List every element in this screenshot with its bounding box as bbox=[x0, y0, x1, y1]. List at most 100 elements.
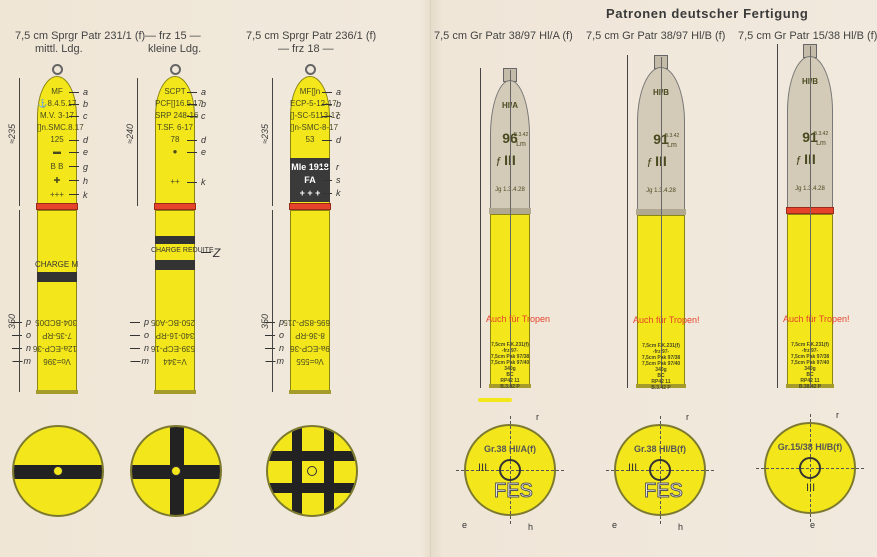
callout-letter: c bbox=[187, 111, 206, 121]
marking-text: 53 bbox=[305, 135, 315, 144]
marking-row: B.3.42 P bbox=[651, 385, 671, 391]
marking-text: ⚓8.4.5.17 bbox=[37, 99, 77, 108]
paint-smear bbox=[478, 398, 512, 402]
dimension-lower: 350 bbox=[260, 313, 270, 329]
fill-number: 91 bbox=[802, 129, 818, 145]
center-line bbox=[510, 70, 511, 388]
lm-label: Lm bbox=[516, 141, 526, 148]
callout-letter: p bbox=[143, 317, 149, 327]
marking-text: SRP 248-16 bbox=[155, 111, 199, 120]
marking-text: []n-SMC-8-17 bbox=[290, 123, 339, 132]
disc-roman: III bbox=[628, 462, 638, 474]
callout-letter: g bbox=[68, 162, 89, 172]
primer bbox=[499, 459, 521, 481]
callout-letter: n bbox=[143, 343, 149, 353]
marking-row: 7,5cm F.K.231(f) bbox=[642, 343, 680, 349]
lifting-ring bbox=[170, 64, 181, 75]
dimension-line bbox=[19, 210, 20, 392]
tropics-label: Auch für Tropen! bbox=[633, 315, 700, 325]
callout-letter: o bbox=[143, 330, 149, 340]
dimension-upper: ≈235 bbox=[7, 124, 17, 144]
dimension-line bbox=[19, 78, 20, 206]
marking-row: 340g bbox=[804, 366, 816, 372]
jg-stamp: Jg 1.3.4.28 bbox=[495, 187, 525, 193]
marking-text: 695-8SP-J15 bbox=[283, 318, 330, 327]
fill-number: 96 bbox=[502, 130, 518, 146]
callout-letter: e bbox=[186, 147, 207, 157]
dimension-line bbox=[272, 210, 273, 392]
primer bbox=[799, 457, 821, 479]
dimension-upper: ≈235 bbox=[260, 124, 270, 144]
case-rim bbox=[36, 390, 78, 394]
marking-text: FA bbox=[304, 175, 316, 185]
callout-letter: o bbox=[25, 330, 31, 340]
dimension-line bbox=[480, 68, 481, 388]
charge-stripe bbox=[155, 260, 195, 270]
callout-r: r bbox=[836, 410, 839, 420]
callout-letter: n bbox=[25, 343, 31, 353]
callout-r: r bbox=[536, 412, 539, 422]
driving-band bbox=[154, 203, 196, 210]
marking-row: BC bbox=[806, 372, 814, 378]
disc-mark: FES bbox=[494, 480, 534, 503]
disc-marking bbox=[268, 427, 356, 515]
callout-letter: m bbox=[23, 356, 32, 366]
callout-letter: a bbox=[321, 87, 342, 97]
cartridge-case bbox=[290, 210, 330, 392]
marking-text: 340-16-RP bbox=[155, 331, 195, 340]
tropics-label: Auch für Tropen bbox=[486, 314, 551, 324]
marking-row: -frz 97- bbox=[501, 348, 519, 354]
callout-letter: k bbox=[187, 177, 206, 187]
disc-label: Gr.15/38 Hl/B(f) bbox=[777, 442, 843, 452]
lifting-ring bbox=[305, 64, 316, 75]
callout-letter: m bbox=[276, 356, 285, 366]
callout-e: e bbox=[612, 520, 618, 530]
marking-row: 7,5cm F.K.231(f) bbox=[791, 342, 829, 348]
marking-row: 7,5cm F.K.231(f) bbox=[491, 342, 529, 348]
charge-stripe bbox=[155, 236, 195, 244]
jg-stamp: Jg 1.3.4.28 bbox=[646, 188, 676, 194]
marking-text: ECP-5-12-17 bbox=[290, 99, 337, 108]
callout-letter: Z bbox=[200, 246, 221, 260]
callout-letter: e bbox=[68, 147, 89, 157]
marking-text: +++ bbox=[49, 190, 64, 199]
charge-stripe bbox=[37, 272, 77, 282]
f-mark: f bbox=[796, 154, 800, 168]
projectile-body bbox=[37, 76, 77, 203]
marking-row: 7,5cm Pak 97/38 bbox=[790, 354, 830, 360]
callout-letter: b bbox=[68, 99, 89, 109]
driving-band bbox=[36, 203, 78, 210]
marking-text: MF bbox=[51, 87, 63, 96]
case-rim bbox=[154, 390, 196, 394]
primer bbox=[307, 466, 317, 476]
dimension-upper: ≈240 bbox=[125, 124, 135, 144]
callout-h: h bbox=[528, 522, 534, 532]
charge-label: CHARGE M bbox=[35, 260, 79, 269]
title-shell-2: — frz 15 — bbox=[145, 30, 201, 42]
center-line bbox=[661, 57, 662, 388]
fill-date: B.3.42 bbox=[813, 131, 829, 137]
marking-text: 304-BCD05 bbox=[35, 318, 77, 327]
marking-text: []n.SMC.8.17 bbox=[37, 123, 84, 132]
marking-text: ● bbox=[172, 147, 178, 156]
callout-e: e bbox=[810, 520, 816, 530]
marking-row: ✚h bbox=[37, 174, 88, 188]
marking-row: T.SF. 6-17 bbox=[155, 122, 195, 134]
marking-row: B.38.42 P bbox=[798, 384, 822, 390]
callout-e: e bbox=[462, 520, 468, 530]
